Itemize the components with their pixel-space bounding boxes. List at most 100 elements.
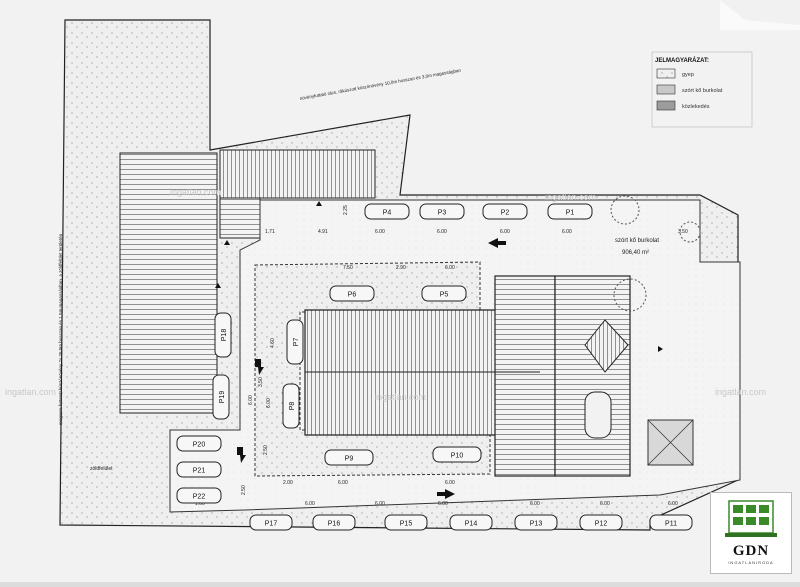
svg-text:P7: P7 — [293, 338, 300, 347]
svg-text:P21: P21 — [193, 468, 206, 475]
svg-text:P5: P5 — [440, 292, 449, 299]
surface-label: szórt kő burkolat — [615, 238, 659, 244]
parking-space-p16: P16 — [312, 514, 356, 531]
dimension-label: 1.71 — [265, 229, 275, 235]
dimension-label: 2.00 — [283, 480, 293, 486]
parking-space-p8: P8 — [282, 383, 300, 429]
dimension-label: 4.60 — [270, 338, 276, 348]
left-note: magasra futtatott kúszónövény 2x 26,0m h… — [58, 233, 63, 425]
dimension-label: 7.50 — [343, 265, 353, 271]
watermark: ingatlan.com — [545, 192, 596, 202]
legend: JELMAGYARÁZAT: gyep szórt kő burkolat kö… — [651, 51, 753, 128]
logo-brand: GDN — [732, 543, 770, 559]
svg-text:P20: P20 — [193, 442, 206, 449]
parking-space-p19: P19 — [212, 374, 230, 420]
watermark: ingatlan.com — [715, 387, 766, 397]
parking-space-p20: P20 — [176, 435, 222, 452]
svg-text:P9: P9 — [345, 456, 354, 463]
svg-text:P8: P8 — [289, 402, 296, 411]
paper-corner — [720, 0, 800, 30]
svg-text:P19: P19 — [219, 391, 226, 404]
svg-text:P16: P16 — [328, 521, 341, 528]
dimension-label: 6.00 — [266, 398, 272, 408]
pergola-step — [219, 197, 261, 239]
parking-space-p17: P17 — [249, 514, 293, 531]
dimension-label: 3.50 — [258, 377, 264, 387]
dimension-label: 6.00 — [338, 480, 348, 486]
dimension-label: 6.00 — [445, 265, 455, 271]
building — [304, 275, 631, 477]
parking-space-p2: P2 — [482, 203, 528, 220]
dimension-label: 2.50 — [263, 445, 269, 455]
dimension-label: 6.00 — [668, 501, 678, 507]
gdn-logo: GDN INGATLANIRODA — [710, 492, 792, 574]
dimension-label: 6.00 — [438, 501, 448, 507]
svg-text:P15: P15 — [400, 521, 413, 528]
parking-space-p11: P11 — [649, 514, 693, 531]
dimension-label: 6.00 — [530, 501, 540, 507]
parking-space-p21: P21 — [176, 461, 222, 478]
svg-text:P18: P18 — [221, 329, 228, 342]
dimension-label: 6.00 — [562, 229, 572, 235]
legend-label-grass: gyep — [682, 72, 694, 78]
logo-sub: INGATLANIRODA — [728, 560, 774, 565]
left-hatched-area — [119, 152, 218, 414]
watermark: ingatlan.com — [5, 387, 56, 397]
pergola-structure — [219, 149, 376, 199]
svg-text:P4: P4 — [383, 210, 392, 217]
parking-space-p4: P4 — [364, 203, 410, 220]
svg-text:P14: P14 — [465, 521, 478, 528]
dimension-label: 6.00 — [248, 395, 254, 405]
svg-text:P12: P12 — [595, 521, 608, 528]
dimension-label: 1.00 — [195, 501, 205, 507]
watermark: ingatlan.com — [170, 187, 221, 197]
svg-text:P1: P1 — [566, 210, 575, 217]
legend-title: JELMAGYARÁZAT: — [655, 57, 709, 64]
parking-space-p12: P12 — [579, 514, 623, 531]
tree-circle — [610, 195, 640, 225]
legend-swatch-traffic — [656, 100, 676, 111]
parking-space-p3: P3 — [419, 203, 465, 220]
direction-arrows — [215, 201, 663, 499]
dimension-label: 6.00 — [375, 501, 385, 507]
parking-space-p1: P1 — [547, 203, 593, 220]
surface-area-label: 906,40 m² — [622, 250, 649, 256]
parking-space-p13: P13 — [514, 514, 558, 531]
dimension-label: 6.00 — [445, 480, 455, 486]
dimension-label: 6.00 — [500, 229, 510, 235]
dimension-label: 6.00 — [437, 229, 447, 235]
svg-text:P10: P10 — [451, 453, 464, 460]
parking-space-p9: P9 — [324, 449, 374, 466]
legend-label-stone: szórt kő burkolat — [682, 88, 723, 94]
dimension-label: 6.00 — [600, 501, 610, 507]
green-area-label: zöldfelület — [90, 466, 113, 472]
dimension-label: 2.25 — [343, 205, 349, 215]
parking-space-p5: P5 — [421, 285, 467, 302]
legend-label-traffic: közlekedés — [682, 104, 710, 110]
parking-space-p22: P22 — [176, 487, 222, 504]
parking-space-p7: P7 — [286, 319, 304, 365]
dimension-label: 6.00 — [305, 501, 315, 507]
parking-space-p14: P14 — [449, 514, 493, 531]
svg-text:P13: P13 — [530, 521, 543, 528]
parking-space-p18: P18 — [214, 312, 232, 358]
legend-swatch-stone — [656, 84, 676, 95]
building-logo-icon — [725, 500, 777, 537]
dimension-label: 3.50 — [678, 229, 688, 235]
parking-space-p15: P15 — [384, 514, 428, 531]
dimension-label: 6.00 — [375, 229, 385, 235]
svg-text:P2: P2 — [501, 210, 510, 217]
legend-swatch-grass — [656, 68, 676, 79]
svg-text:P3: P3 — [438, 210, 447, 217]
svg-text:P17: P17 — [265, 521, 278, 528]
tree-circle — [679, 221, 701, 243]
svg-text:P22: P22 — [193, 494, 206, 501]
svg-text:P11: P11 — [665, 521, 677, 528]
dimension-label: 4.91 — [318, 229, 328, 235]
parking-space-p6: P6 — [329, 285, 375, 302]
dimension-label: 2.50 — [241, 485, 247, 495]
